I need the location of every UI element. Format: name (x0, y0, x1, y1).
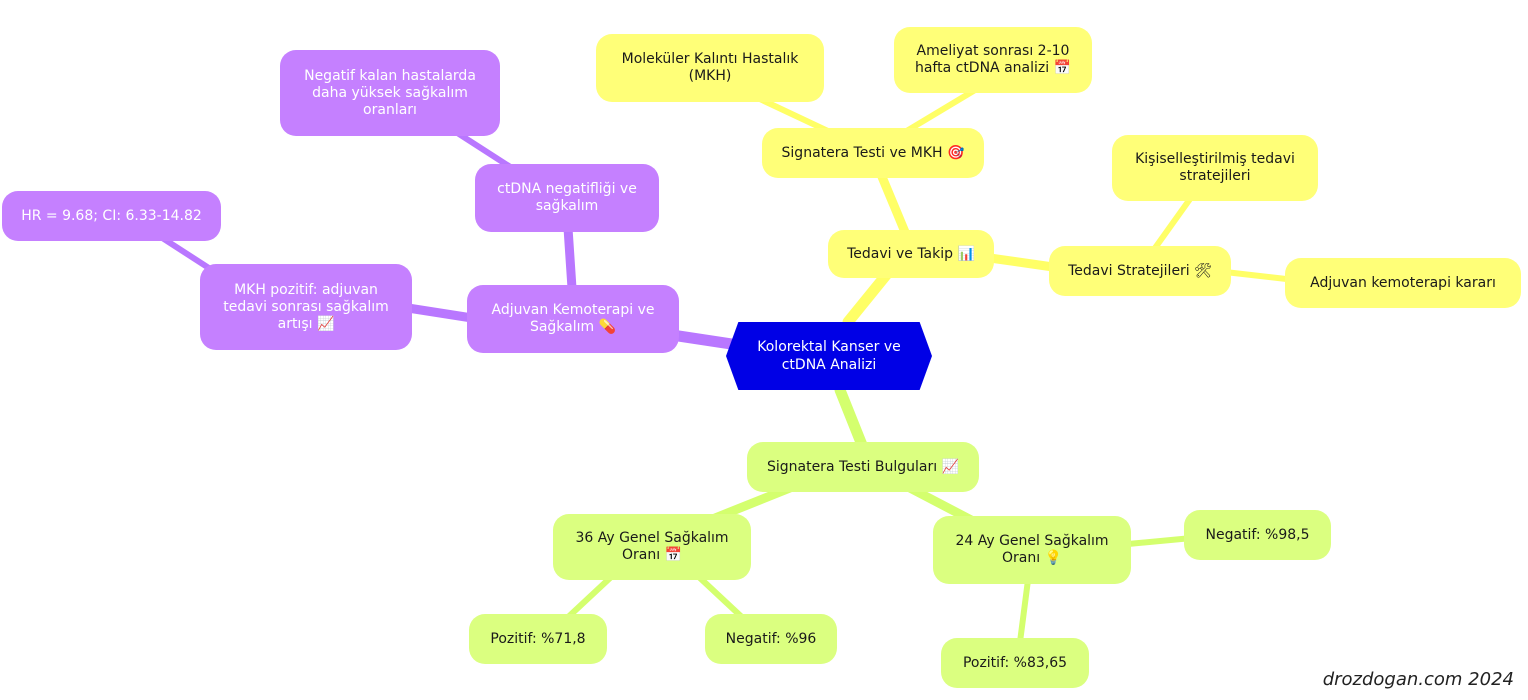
node-os36-label: 36 Ay Genel Sağkalım Oranı 📅 (575, 530, 729, 563)
node-treatment-followup[interactable]: Tedavi ve Takip 📊 (828, 230, 994, 278)
node-signatera-mkh-label: Signatera Testi ve MKH 🎯 (781, 144, 965, 161)
node-adjuvant-survival-label: Adjuvan Kemoterapi ve Sağkalım 💊 (491, 302, 655, 335)
node-os36-negative-label: Negatif: %96 (725, 630, 817, 647)
node-hr-ci-label: HR = 9.68; CI: 6.33-14.82 (21, 207, 202, 224)
node-mkh-definition[interactable]: Moleküler Kalıntı Hastalık (MKH) (596, 34, 824, 102)
node-os24[interactable]: 24 Ay Genel Sağkalım Oranı 💡 (933, 516, 1131, 584)
node-adjuvant-decision[interactable]: Adjuvan kemoterapi kararı (1285, 258, 1521, 308)
edge-os36-neg (697, 575, 748, 623)
node-os24-negative-label: Negatif: %98,5 (1205, 526, 1310, 543)
node-signatera-mkh[interactable]: Signatera Testi ve MKH 🎯 (762, 128, 984, 178)
edge-root-adjuvant-survival (666, 329, 744, 351)
edge-treatment-strategies (985, 253, 1065, 273)
node-os36-positive[interactable]: Pozitif: %71,8 (469, 614, 607, 664)
root-node[interactable]: Kolorektal Kanser ve ctDNA Analizi (726, 322, 932, 390)
edge-adjuvant-ctdna (563, 223, 577, 293)
node-postop-analysis-label: Ameliyat sonrası 2-10 hafta ctDNA analiz… (914, 43, 1072, 76)
watermark-text: drozdogan.com 2024 (1322, 669, 1514, 690)
node-signatera-findings[interactable]: Signatera Testi Bulguları 📈 (747, 442, 979, 492)
edge-root-findings (834, 384, 868, 451)
node-os24-positive-label: Pozitif: %83,65 (962, 654, 1068, 671)
edge-strategies-adjuvant (1222, 269, 1298, 283)
node-postop-analysis[interactable]: Ameliyat sonrası 2-10 hafta ctDNA analiz… (894, 27, 1092, 93)
node-adjuvant-survival[interactable]: Adjuvan Kemoterapi ve Sağkalım 💊 (467, 285, 679, 353)
node-treatment-strategies-label: Tedavi Stratejileri 🛠 (1068, 262, 1212, 279)
node-hr-ci[interactable]: HR = 9.68; CI: 6.33-14.82 (2, 191, 221, 241)
edge-os24-pos (1017, 577, 1031, 645)
node-mkh-positive[interactable]: MKH pozitif: adjuvan tedavi sonrası sağk… (200, 264, 412, 350)
node-os36-positive-label: Pozitif: %71,8 (490, 630, 586, 647)
edge-adjuvant-mkhpos (403, 303, 477, 323)
node-os24-negative[interactable]: Negatif: %98,5 (1184, 510, 1331, 560)
edge-treatment-signatera (875, 167, 910, 237)
node-personalized-label: Kişiselleştirilmiş tedavi stratejileri (1135, 151, 1295, 184)
node-mkh-definition-label: Moleküler Kalıntı Hastalık (MKH) (621, 51, 799, 84)
node-adjuvant-decision-label: Adjuvan kemoterapi kararı (1310, 274, 1496, 291)
node-os24-positive[interactable]: Pozitif: %83,65 (941, 638, 1089, 688)
edge-strategies-personalized (1152, 189, 1198, 251)
node-negative-higher-label: Negatif kalan hastalarda daha yüksek sağ… (304, 67, 476, 118)
node-treatment-strategies[interactable]: Tedavi Stratejileri 🛠 (1049, 246, 1231, 296)
node-mkh-positive-label: MKH pozitif: adjuvan tedavi sonrası sağk… (223, 281, 389, 332)
node-os24-label: 24 Ay Genel Sağkalım Oranı 💡 (955, 533, 1109, 566)
edge-os24-neg (1125, 535, 1195, 547)
node-ctdna-negativity[interactable]: ctDNA negatifliği ve sağkalım (475, 164, 659, 232)
node-os36-negative[interactable]: Negatif: %96 (705, 614, 837, 664)
edge-os36-pos (562, 575, 613, 623)
node-personalized[interactable]: Kişiselleştirilmiş tedavi stratejileri (1112, 135, 1318, 201)
node-treatment-followup-label: Tedavi ve Takip 📊 (847, 245, 975, 262)
node-ctdna-negativity-label: ctDNA negatifliği ve sağkalım (497, 181, 637, 214)
root-node-label: Kolorektal Kanser ve ctDNA Analizi (757, 339, 901, 373)
node-os36[interactable]: 36 Ay Genel Sağkalım Oranı 📅 (553, 514, 751, 580)
node-signatera-findings-label: Signatera Testi Bulguları 📈 (766, 458, 960, 475)
node-negative-higher[interactable]: Negatif kalan hastalarda daha yüksek sağ… (280, 50, 500, 136)
